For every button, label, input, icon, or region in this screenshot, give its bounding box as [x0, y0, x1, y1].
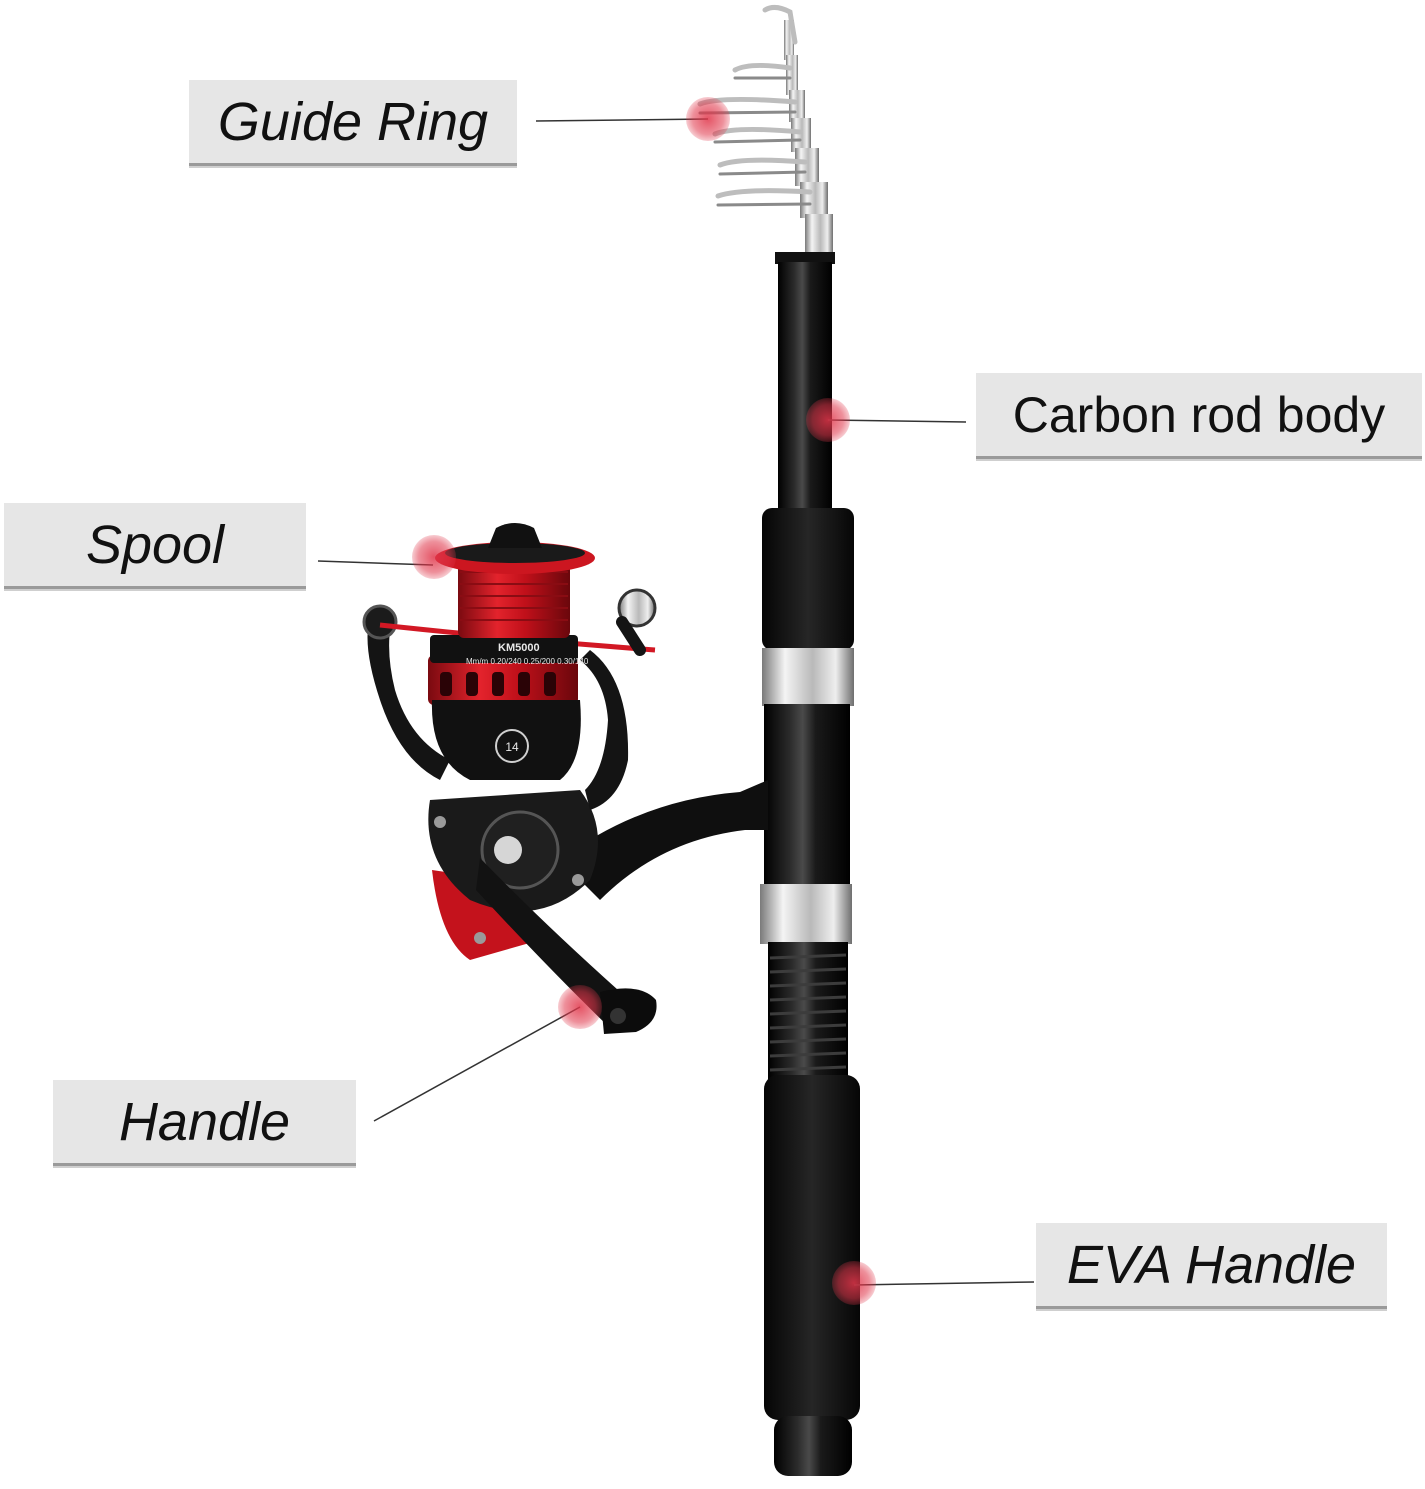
leader-line-carbon [827, 419, 967, 423]
lower-chrome-ring [760, 884, 852, 944]
reel-model-text: KM5000 [498, 642, 540, 654]
marker-dot-handle [558, 985, 602, 1029]
reel-spec-text: Mm/m 0.20/240 0.25/200 0.30/140 [466, 657, 589, 666]
label-eva-handle: EVA Handle [1036, 1223, 1387, 1309]
rod-tip [784, 20, 833, 256]
marker-dot-carbon [806, 398, 850, 442]
reel-seat [764, 704, 850, 886]
marker-dot-spool [412, 535, 456, 579]
leader-lines [317, 118, 1035, 1286]
threaded-section [768, 942, 848, 1082]
leader-line-guide-ring [535, 118, 709, 122]
upper-chrome-ring [762, 648, 854, 706]
spinning-reel [362, 523, 768, 1034]
upper-foam-grip [762, 508, 854, 650]
carbon-rod-body [775, 252, 835, 512]
marker-dot-guide-ring [686, 97, 730, 141]
reel-badge-number: 14 [505, 740, 519, 754]
label-handle: Handle [53, 1080, 356, 1166]
label-guide-ring: Guide Ring [189, 80, 517, 166]
leader-line-eva [853, 1281, 1035, 1286]
marker-dot-eva [832, 1261, 876, 1305]
marker-dots [412, 97, 876, 1305]
label-spool: Spool [4, 503, 306, 589]
eva-handle-grip [764, 1075, 860, 1420]
butt-cap [774, 1416, 852, 1476]
leader-line-handle [373, 1006, 581, 1122]
label-carbon-rod-body: Carbon rod body [976, 373, 1422, 459]
